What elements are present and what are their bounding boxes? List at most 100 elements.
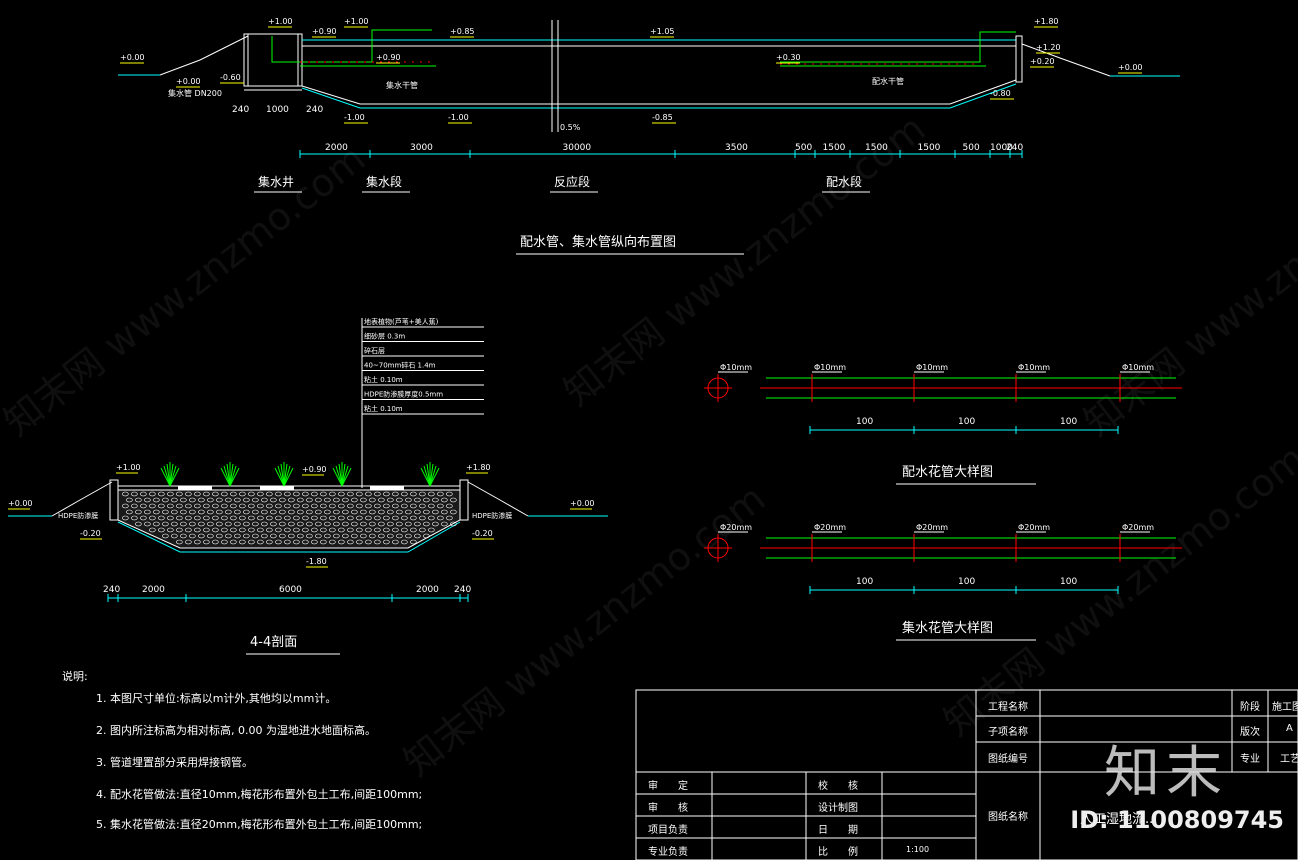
section-label: 反应段 — [554, 174, 590, 189]
dimension-label: 2000 — [142, 585, 165, 595]
gravel-stone — [347, 539, 354, 545]
gravel-stone — [374, 491, 381, 497]
gravel-stone — [351, 533, 358, 539]
hole-label: Φ10mm — [1018, 363, 1050, 372]
elevation-label: +1.00 — [268, 17, 293, 26]
stage-label: 阶段 — [1240, 702, 1260, 713]
gravel-stone — [203, 503, 210, 509]
gravel-stone — [302, 491, 309, 497]
gravel-stone — [257, 527, 264, 533]
gravel-stone — [180, 509, 187, 515]
gravel-stone — [324, 521, 331, 527]
gravel-stone — [324, 497, 331, 503]
gravel-stone — [248, 527, 255, 533]
gravel-stone — [432, 509, 439, 515]
gravel-stone — [410, 503, 417, 509]
gravel-stone — [378, 509, 385, 515]
version-value: A — [1286, 723, 1293, 734]
elevation-label: +0.90 — [312, 27, 337, 36]
gravel-stone — [162, 533, 169, 539]
gravel-stone — [338, 503, 345, 509]
gravel-stone — [261, 509, 268, 515]
gravel-stone — [396, 509, 403, 515]
gravel-stone — [365, 527, 372, 533]
gravel-stone — [428, 491, 435, 497]
gravel-stone — [225, 497, 232, 503]
gravel-stone — [248, 491, 255, 497]
gravel-stone — [225, 533, 232, 539]
gravel-stone — [221, 527, 228, 533]
pipe-label: 集水干管 — [386, 80, 418, 90]
gravel-stone — [405, 521, 412, 527]
gravel-stone — [432, 497, 439, 503]
plant-leaf — [341, 467, 352, 487]
notes: 说明: 1. 本图尺寸单位:标高以m计外,其他均以mm计。 2. 图内所注标高为… — [62, 668, 422, 831]
plant-leaf — [274, 467, 285, 487]
dimension-label: 30000 — [563, 143, 592, 153]
gravel-stone — [212, 539, 219, 545]
gravel-stone — [279, 533, 286, 539]
gravel-stone — [311, 515, 318, 521]
hole-label: Φ10mm — [916, 363, 948, 372]
section-4-4 — [8, 318, 608, 599]
gravel-stone — [392, 539, 399, 545]
gravel-stone — [302, 503, 309, 509]
gravel-stone — [405, 497, 412, 503]
gravel-stone — [234, 497, 241, 503]
well-dimension-label: 1000 — [266, 105, 289, 115]
gravel-stone — [293, 503, 300, 509]
gravel-stone — [189, 509, 196, 515]
gravel-stone — [311, 503, 318, 509]
gravel-stone — [266, 527, 273, 533]
gravel-stone — [288, 521, 295, 527]
gravel-stone — [122, 515, 129, 521]
gravel-stone — [135, 497, 142, 503]
gravel-stone — [446, 503, 453, 509]
gravel-stone — [356, 527, 363, 533]
hole-label: Φ20mm — [916, 523, 948, 532]
elevation-label: +1.80 — [466, 463, 491, 472]
gravel-stone — [194, 491, 201, 497]
gravel-stone — [243, 509, 250, 515]
plant-leaf — [229, 467, 240, 487]
gravel-stone — [383, 527, 390, 533]
plant-leaf — [283, 465, 291, 487]
gravel-stone — [423, 509, 430, 515]
gravel-stone — [257, 515, 264, 521]
gravel-stone — [261, 521, 268, 527]
dimension-label: 500 — [795, 143, 812, 153]
gravel-stone — [270, 509, 277, 515]
top-drawing-title: 配水管、集水管纵向布置图 — [520, 234, 676, 250]
gravel-stone — [252, 521, 259, 527]
well-dimension-label: 240 — [306, 105, 323, 115]
gravel-stone — [158, 491, 165, 497]
gravel-stone — [315, 533, 322, 539]
note-item: 4. 配水花管做法:直径10mm,梅花形布置外包土工布,间距100mm; — [96, 788, 423, 801]
gravel-stone — [297, 533, 304, 539]
date-label: 日 期 — [818, 825, 858, 836]
project-name-label: 工程名称 — [988, 702, 1028, 713]
gravel-stone — [315, 497, 322, 503]
gravel-stone — [176, 515, 183, 521]
gravel-stone — [356, 503, 363, 509]
gravel-stone — [221, 539, 228, 545]
dimension-label: 3000 — [410, 143, 433, 153]
elevation-label: -1.00 — [448, 113, 469, 122]
gravel-stone — [302, 539, 309, 545]
gravel-stone — [230, 503, 237, 509]
plant-leaf — [429, 467, 440, 487]
gravel-stone — [365, 491, 372, 497]
gravel-stone — [347, 527, 354, 533]
gravel-stone — [243, 497, 250, 503]
elevation-label: -0.85 — [652, 113, 673, 122]
gravel-stone — [405, 533, 412, 539]
gravel-stone — [176, 491, 183, 497]
gravel-stone — [275, 503, 282, 509]
gravel-stone — [297, 497, 304, 503]
gravel-stone — [288, 509, 295, 515]
gravel-stone — [239, 527, 246, 533]
gravel-stone — [333, 509, 340, 515]
gravel-stone — [329, 491, 336, 497]
gravel-stone — [423, 533, 430, 539]
